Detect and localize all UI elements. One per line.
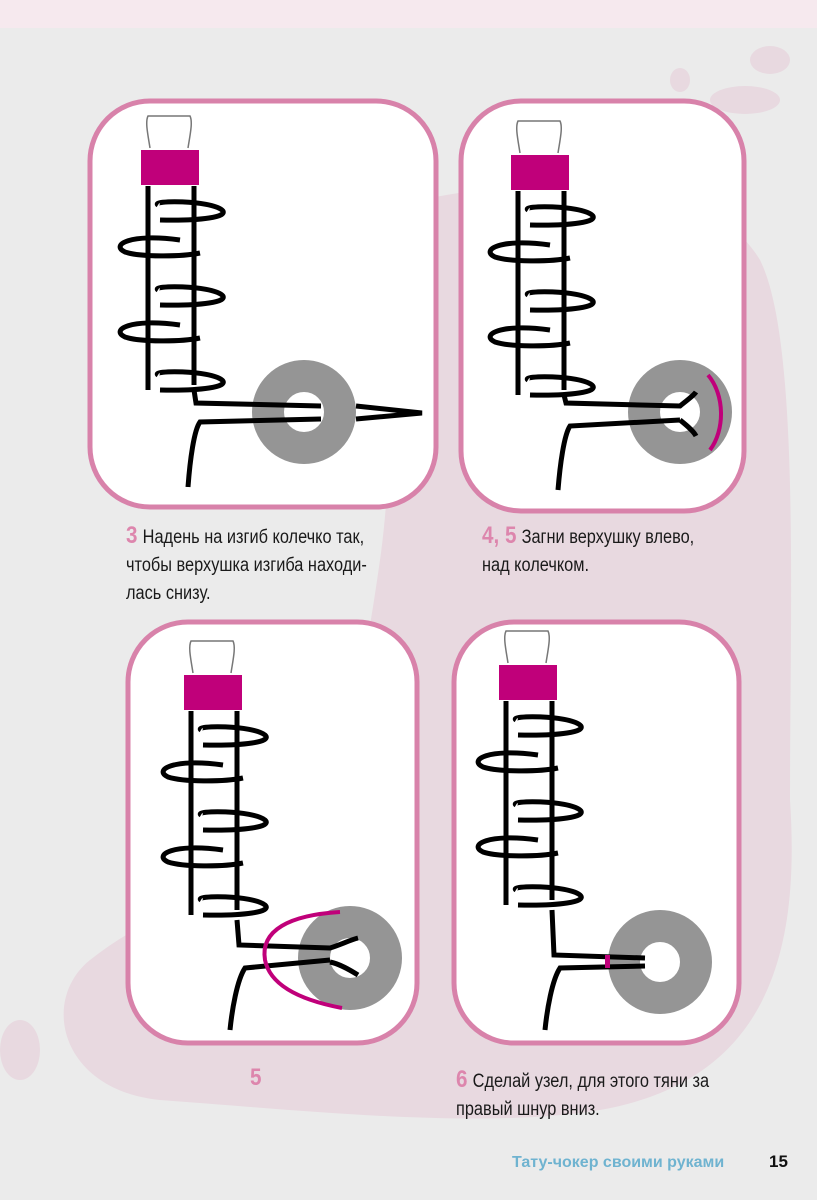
page-number: 15 (769, 1152, 788, 1171)
clip (499, 665, 557, 700)
coil (513, 884, 584, 908)
coil (525, 204, 596, 228)
step-panel-2 (458, 98, 747, 514)
step-5-caption: 5 (250, 1064, 267, 1094)
step-number: 3 (126, 522, 138, 549)
knot (605, 955, 610, 968)
cord-end-icon (504, 630, 550, 664)
coil (160, 760, 244, 784)
book-title: Тату-чокер своими руками (512, 1154, 725, 1171)
cord-knot (117, 115, 226, 393)
step-panel-3 (125, 619, 420, 1046)
coil (155, 284, 226, 308)
coil (475, 835, 559, 859)
coil (155, 199, 226, 223)
coil (117, 235, 201, 259)
step-number: 4, 5 (482, 522, 517, 549)
ring (252, 360, 356, 464)
cord-loop (185, 389, 423, 488)
step-panel-4 (451, 619, 742, 1046)
panel-frame (458, 98, 747, 514)
cord-loop (227, 919, 360, 1031)
step-number: 5 (250, 1064, 262, 1091)
coil (513, 714, 584, 738)
coil (198, 809, 269, 833)
cord-knot (487, 120, 596, 398)
cord-end-icon (146, 115, 192, 149)
coil (525, 374, 596, 398)
clip (184, 675, 242, 710)
coil (525, 289, 596, 313)
coil (117, 320, 201, 344)
folded-loop (706, 373, 723, 452)
coil (487, 240, 571, 264)
cord-knot (475, 630, 584, 908)
coil (475, 750, 559, 774)
coil (198, 724, 269, 748)
step-panel-1 (87, 98, 439, 510)
cord-end-icon (189, 640, 235, 674)
cord-knot-tail (542, 909, 646, 1031)
clip (511, 155, 569, 190)
coil (487, 325, 571, 349)
folded-loop (262, 910, 343, 1010)
cord-end-icon (516, 120, 562, 154)
clip (141, 150, 199, 185)
ring (298, 906, 402, 1010)
cord-loop (555, 390, 699, 491)
cord-knot (160, 640, 269, 918)
step-number: 6 (456, 1066, 468, 1093)
ring (628, 360, 732, 464)
coil (160, 845, 244, 869)
coil (155, 369, 226, 393)
coil (198, 894, 269, 918)
ring (608, 910, 712, 1014)
coil (513, 799, 584, 823)
